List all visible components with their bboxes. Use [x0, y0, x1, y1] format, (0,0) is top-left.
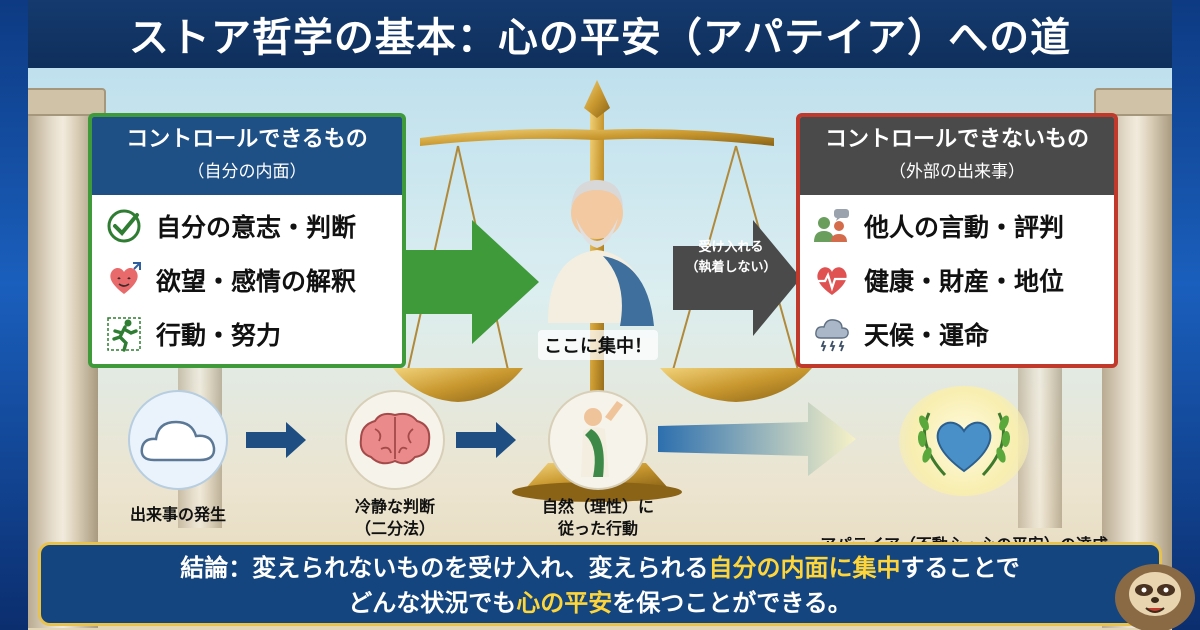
controllable-item-label: 欲望・感情の解釈: [156, 267, 357, 296]
conclusion-highlight: 自分の内面に集中: [708, 554, 901, 582]
flow-step-event: 出来事の発生: [113, 390, 243, 526]
uncontrollable-box: コントロールできないもの （外部の出来事） 他人の言動・評判 健康・財産・地位: [796, 113, 1118, 368]
accept-line2: （執着しない）: [685, 260, 777, 275]
uncontrollable-item: 他人の言動・評判: [800, 199, 1114, 253]
flow-step-apatheia: アパテイア（不動心・心の平安）の達成: [770, 386, 1158, 556]
conclusion-banner: 結論：変えられないものを受け入れ、変えられる自分の内面に集中することで どんな状…: [38, 542, 1162, 626]
balance-scale-icon: [393, 80, 812, 502]
scene-background: コントロールできるもの （自分の内面） 自分の意志・判断 欲望・感情の解釈: [28, 68, 1172, 630]
column-capital: [1094, 88, 1172, 116]
conclusion-text: することで: [900, 554, 1020, 582]
uncontrollable-item-label: 健康・財産・地位: [864, 267, 1065, 296]
conclusion-text: どんな状況でも: [348, 589, 517, 617]
conclusion-text: 結論：変えられないものを受け入れ、変えられる: [180, 554, 709, 582]
flow-step-label: 出来事の発生: [129, 505, 226, 524]
controllable-box: コントロールできるもの （自分の内面） 自分の意志・判断 欲望・感情の解釈: [88, 113, 406, 368]
uncontrollable-header: コントロールできないもの （外部の出来事）: [800, 117, 1114, 195]
sloth-mascot-icon: [1115, 564, 1195, 630]
laurel-heart-icon: [899, 386, 1029, 496]
flow-arrow-icon: [456, 422, 516, 458]
accept-line1: 受け入れる: [698, 240, 764, 255]
running-person-icon: [104, 314, 144, 354]
glow-arrow-icon: [658, 402, 856, 476]
storm-cloud-icon: [812, 314, 852, 354]
focus-label: ここに集中！: [538, 330, 658, 360]
controllable-item-label: 自分の意志・判断: [156, 213, 357, 242]
controllable-item: 行動・努力: [92, 307, 402, 361]
controllable-header: コントロールできるもの （自分の内面）: [92, 117, 402, 195]
controllable-item: 自分の意志・判断: [92, 199, 402, 253]
flow-step-label: 冷静な判断: [354, 497, 435, 516]
conclusion-text: を保つことができる。: [612, 589, 852, 617]
uncontrollable-item: 健康・財産・地位: [800, 253, 1114, 307]
accept-label: 受け入れる （執着しない）: [676, 238, 786, 278]
check-icon: [104, 206, 144, 246]
conclusion-line1: 結論：変えられないものを受け入れ、変えられる自分の内面に集中することで: [41, 551, 1159, 586]
conclusion-line2: どんな状況でも心の平安を保つことができる。: [41, 586, 1159, 621]
uncontrollable-item: 天候・運命: [800, 307, 1114, 361]
flow-step-sublabel: 従った行動: [557, 519, 638, 538]
controllable-title: コントロールできるもの: [126, 127, 368, 152]
people-speech-icon: [812, 206, 852, 246]
uncontrollable-item-label: 天候・運命: [864, 321, 990, 350]
header-bar: ストア哲学の基本：心の平安（アパテイア）への道: [28, 0, 1172, 68]
flow-step-sublabel: （二分法）: [354, 519, 435, 538]
heartbeat-icon: [812, 260, 852, 300]
flow-step-label: 自然（理性）に: [541, 497, 654, 516]
column-left-outer: [28, 108, 98, 628]
uncontrollable-item-label: 他人の言動・評判: [864, 213, 1065, 242]
heart-face-icon: [104, 260, 144, 300]
focus-arrow-icon: [404, 220, 539, 344]
flow-step-judgment: 冷静な判断 （二分法）: [325, 390, 465, 540]
conclusion-highlight: 心の平安: [516, 589, 613, 617]
uncontrollable-title: コントロールできないもの: [824, 127, 1089, 152]
controllable-item: 欲望・感情の解釈: [92, 253, 402, 307]
controllable-subtitle: （自分の内面）: [187, 162, 307, 182]
flow-step-action: 自然（理性）に 従った行動: [523, 390, 673, 540]
brain-icon: [345, 390, 445, 490]
column-capital: [28, 88, 106, 116]
flow-arrow-icon: [246, 422, 306, 458]
cloud-icon: [128, 390, 228, 490]
uncontrollable-subtitle: （外部の出来事）: [889, 162, 1025, 182]
accept-arrow-icon: [673, 220, 801, 336]
page-title: ストア哲学の基本：心の平安（アパテイア）への道: [128, 15, 1072, 61]
philosopher-raising-fist-icon: [548, 390, 648, 490]
controllable-item-label: 行動・努力: [156, 321, 282, 350]
